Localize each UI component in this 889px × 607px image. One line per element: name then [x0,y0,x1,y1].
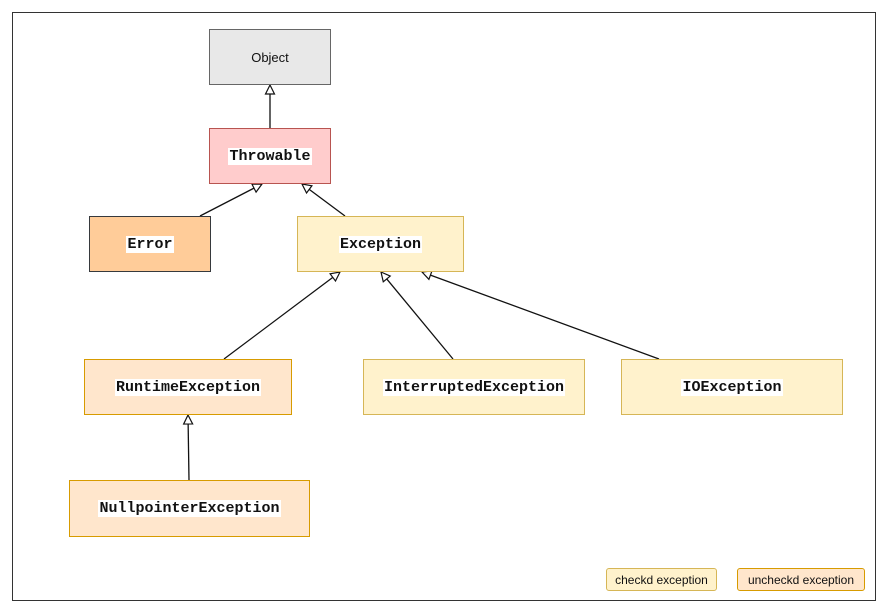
edge-runtime-exception-to-exception [223,276,334,360]
node-nullpointer-exception: NullpointerException [69,480,310,537]
edge-interrupted-exception-to-exception [386,278,454,360]
node-nullpointer-exception-label: NullpointerException [98,500,281,517]
diagram-frame [12,12,876,601]
legend-checked-label: checkd exception [615,572,708,587]
edge-exception-to-throwable [308,188,346,217]
node-throwable: Throwable [209,128,331,184]
node-interrupted-exception-label: InterruptedException [382,378,566,396]
edge-nullpointer-exception-to-runtime-exception [187,423,190,481]
legend-unchecked-exception: uncheckd exception [737,568,865,591]
node-io-exception: IOException [621,359,843,415]
inheritance-arrowhead-icon [182,413,194,425]
node-exception-label: Exception [338,235,422,253]
edge-io-exception-to-exception [430,274,660,360]
node-error-label: Error [126,235,174,253]
node-interrupted-exception: InterruptedException [363,359,585,415]
node-error: Error [89,216,211,272]
node-object-label: Object [251,49,289,65]
node-runtime-exception-label: RuntimeException [114,378,262,396]
node-runtime-exception: RuntimeException [84,359,292,415]
legend-unchecked-label: uncheckd exception [747,572,855,587]
inheritance-arrowhead-icon [420,270,433,281]
node-exception: Exception [297,216,464,272]
inheritance-arrowhead-icon [380,270,392,283]
inheritance-arrowhead-icon [300,183,313,195]
node-object: Object [209,29,331,85]
node-throwable-label: Throwable [228,147,312,165]
edge-error-to-throwable [199,187,255,217]
legend-checked-exception: checkd exception [606,568,717,591]
inheritance-arrowhead-icon [264,83,276,95]
node-io-exception-label: IOException [681,378,783,396]
inheritance-arrowhead-icon [329,271,342,283]
inheritance-arrowhead-icon [250,183,264,194]
